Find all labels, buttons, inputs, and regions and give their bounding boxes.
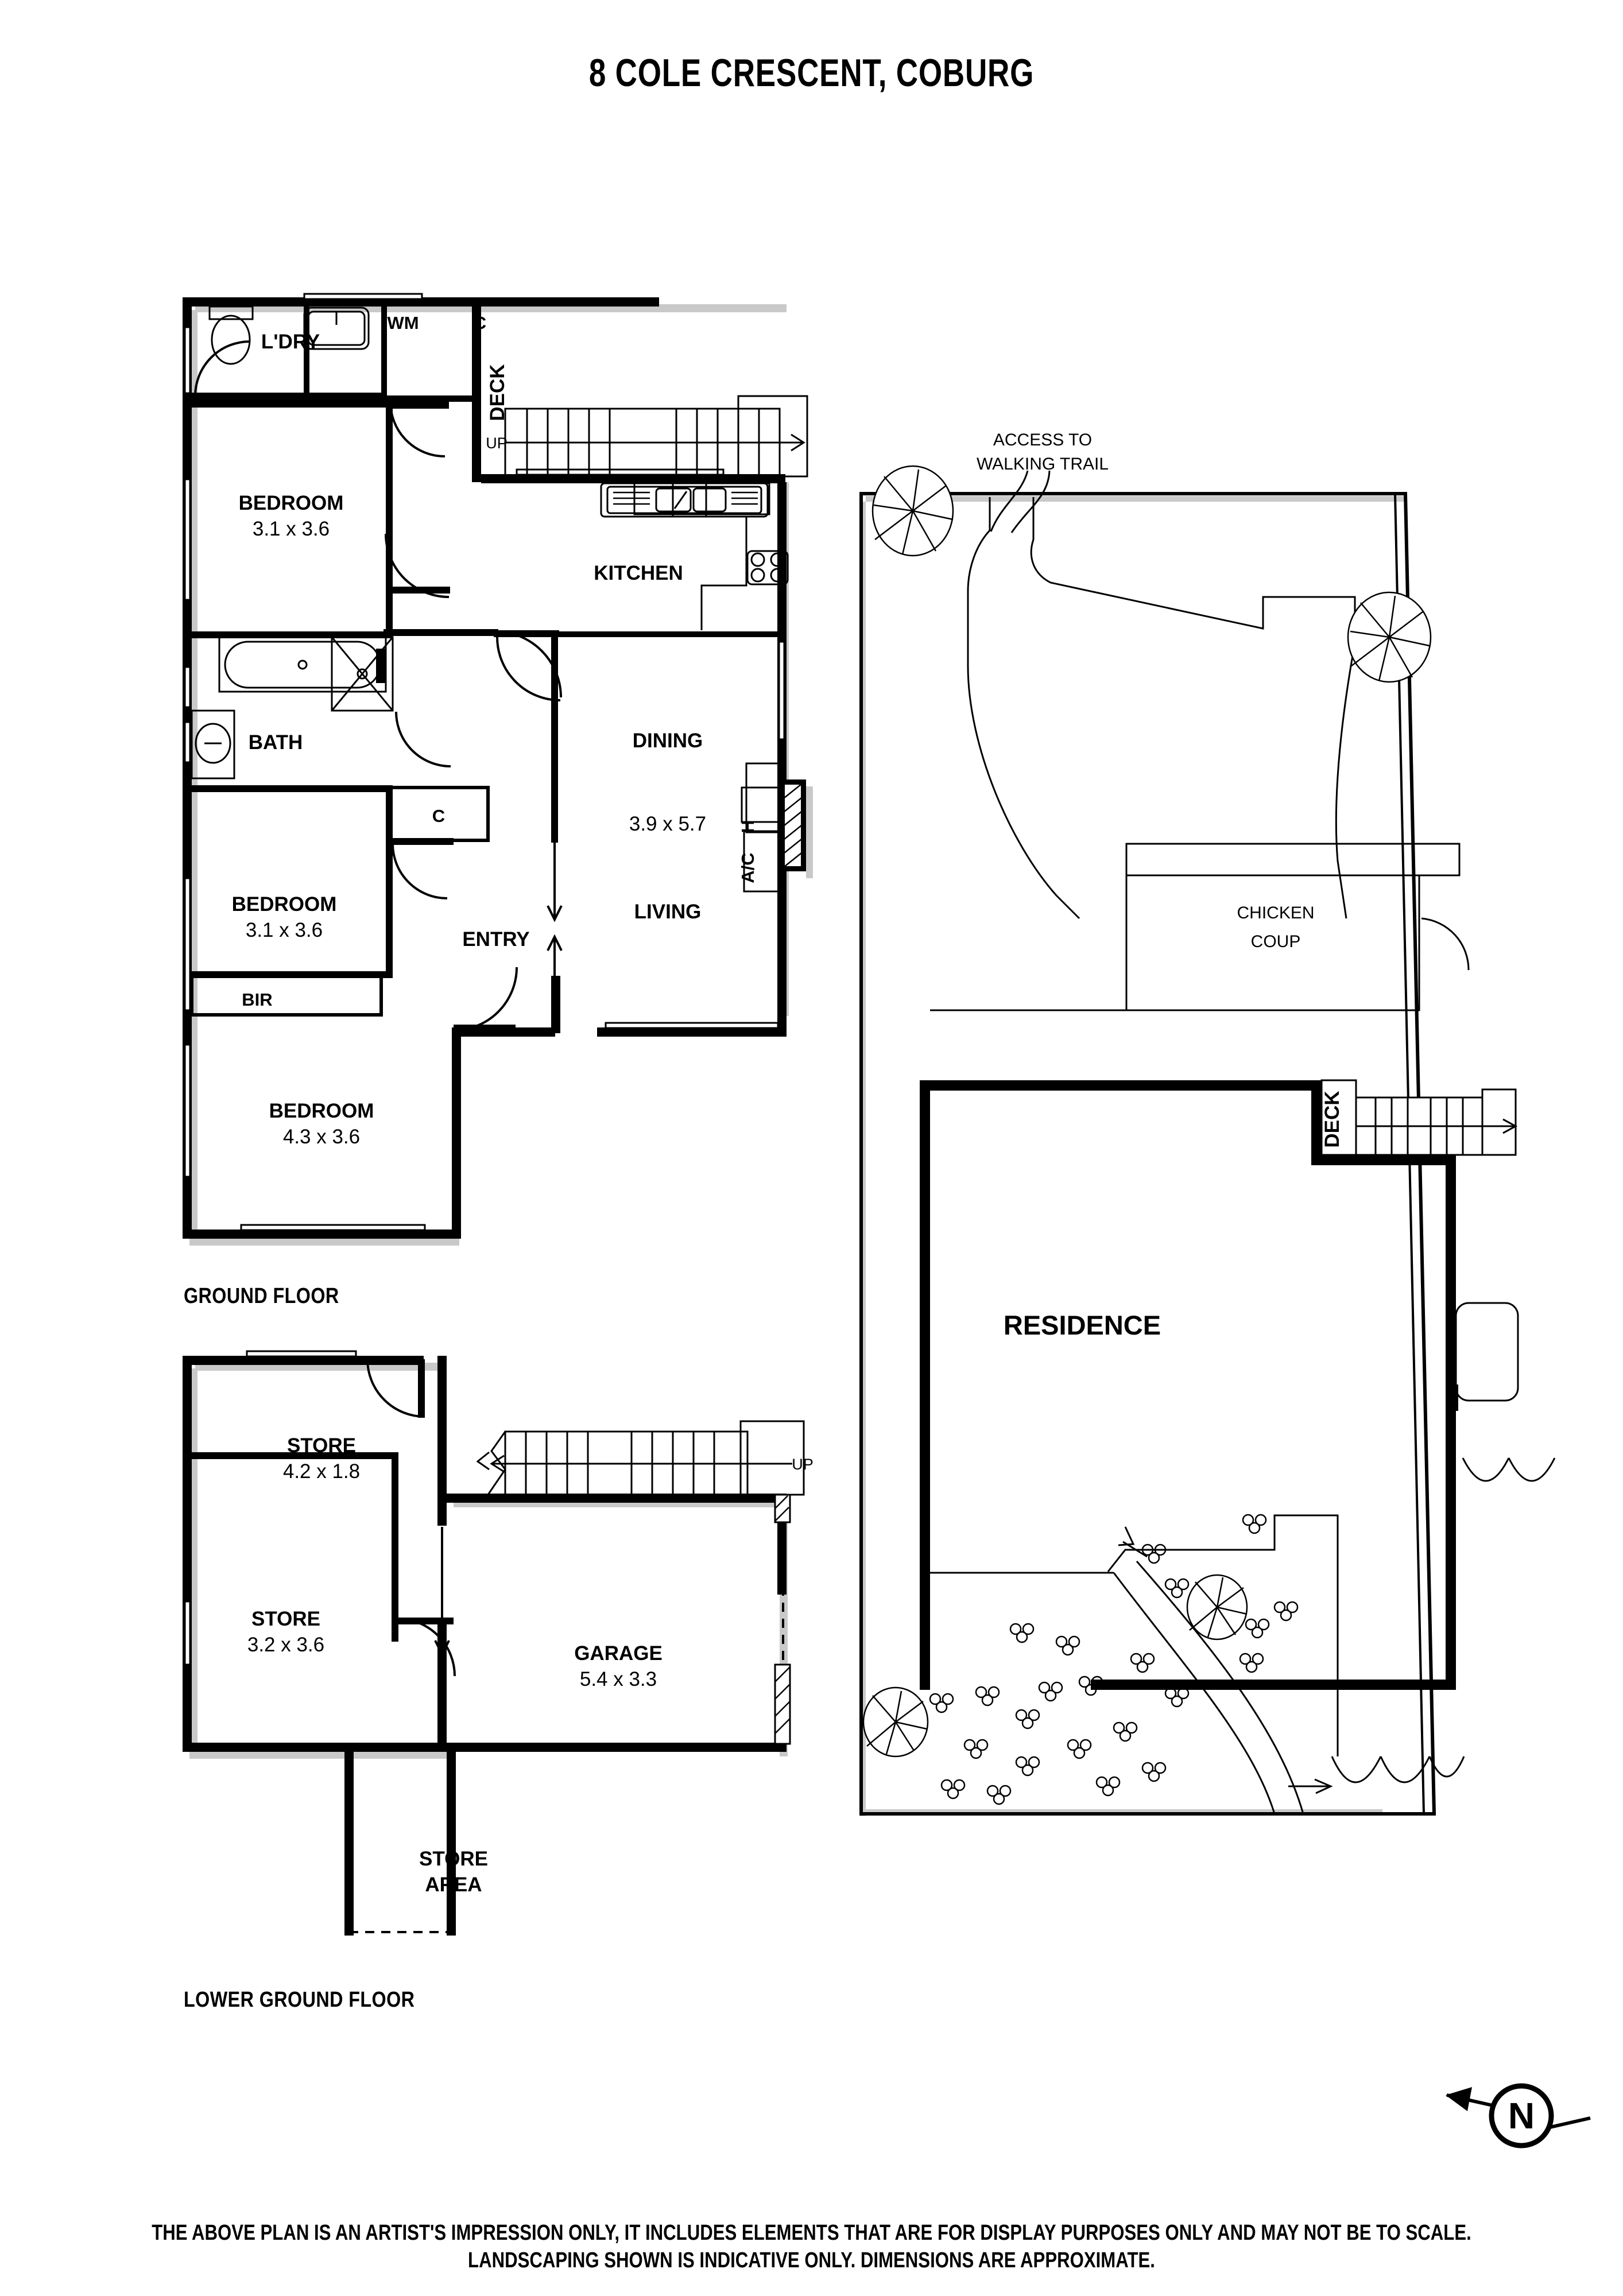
- room-dim-dining: 3.9 x 5.7: [629, 813, 706, 835]
- lower-ground-floor-plan: UP: [183, 1350, 814, 1936]
- access-callout-leader: [990, 470, 1051, 533]
- shower-icon: [331, 636, 394, 712]
- wm-label: WM: [387, 313, 419, 333]
- room-dim-bedroom-3: 4.3 x 3.6: [283, 1126, 360, 1148]
- entry-direction-arrows: [547, 841, 563, 976]
- ground-staircase: UP: [486, 395, 808, 478]
- access-label-line1: ACCESS TO: [993, 430, 1092, 449]
- room-dim-bedroom-2: 3.1 x 3.6: [246, 919, 323, 941]
- ground-floor-plan: UP: [183, 293, 813, 1246]
- cupboard-top-label: C: [474, 313, 486, 333]
- room-dim-store-2: 3.2 x 3.6: [247, 1634, 324, 1656]
- room-label-laundry: L'DRY: [261, 331, 320, 353]
- cooktop-icon: [746, 550, 789, 585]
- room-label-living: LIVING: [634, 901, 702, 923]
- tree-icon: [1186, 1574, 1248, 1640]
- compass-north-label: N: [1508, 2095, 1535, 2136]
- kitchen-bench: [633, 482, 770, 630]
- bir-label: BIR: [242, 990, 272, 1010]
- ground-up-label: UP: [486, 435, 508, 452]
- vanity-basin-icon: [191, 709, 235, 779]
- tree-icon: [871, 465, 954, 557]
- laundry-trough-icon: [303, 307, 370, 350]
- room-dim-bedroom-1: 3.1 x 3.6: [253, 518, 330, 540]
- room-dim-garage: 5.4 x 3.3: [580, 1668, 657, 1690]
- toilet-icon: [208, 305, 254, 365]
- room-label-dining: DINING: [633, 730, 703, 752]
- residence-label: RESIDENCE: [1004, 1310, 1161, 1340]
- residence-block: [920, 1079, 1519, 1690]
- room-label-store-2: STORE: [251, 1608, 320, 1630]
- lower-staircase: UP: [476, 1420, 814, 1496]
- shrub-icons: [929, 1514, 1299, 1805]
- tree-icon: [862, 1686, 929, 1758]
- lower-ground-floor-label: LOWER GROUND FLOOR: [184, 1988, 415, 2012]
- room-label-entry: ENTRY: [462, 928, 529, 951]
- kitchen-sink-icon: [600, 482, 769, 518]
- ground-windows: [184, 293, 785, 1231]
- site-path: [967, 497, 1356, 920]
- store-area-label-line2: AREA: [425, 1874, 482, 1896]
- deck-label-ground: DECK: [486, 364, 509, 421]
- room-label-garage: GARAGE: [574, 1642, 663, 1665]
- heater-fireplace: [741, 762, 813, 893]
- tree-icon: [1347, 591, 1432, 683]
- lower-floor-shadows: [189, 1363, 788, 1759]
- lower-door-leaves: [392, 1359, 454, 1624]
- room-label-bedroom-3: BEDROOM: [269, 1100, 374, 1122]
- disclaimer-line-1: THE ABOVE PLAN IS AN ARTIST'S IMPRESSION…: [152, 2221, 1471, 2245]
- lower-windows: [184, 1350, 357, 1666]
- front-fence-arcs: [1331, 1457, 1556, 1783]
- cupboard-mid-label: C: [432, 806, 445, 826]
- room-label-bath: BATH: [249, 731, 303, 754]
- lower-up-label: UP: [792, 1456, 814, 1473]
- room-label-store-1: STORE: [287, 1434, 356, 1457]
- ground-door-swings: [194, 340, 562, 1031]
- bir-shelf: [190, 974, 383, 1017]
- room-dim-store-1: 4.2 x 1.8: [283, 1460, 360, 1483]
- site-plan: ACCESS TO WALKING TRAIL CHICKEN COUP RES…: [859, 430, 1556, 1816]
- page-title: 8 COLE CRESCENT, COBURG: [588, 51, 1035, 95]
- disclaimer-line-2: LANDSCAPING SHOWN IS INDICATIVE ONLY. DI…: [468, 2248, 1155, 2272]
- bathtub-icon: [218, 636, 387, 693]
- room-label-bedroom-2: BEDROOM: [232, 893, 337, 916]
- cupboard-top: [379, 395, 479, 402]
- room-label-kitchen: KITCHEN: [594, 562, 683, 584]
- compass-rose: N: [1446, 2083, 1591, 2148]
- chicken-coup-label-line2: COUP: [1251, 932, 1301, 951]
- aircon-label: A/C: [738, 852, 758, 883]
- deck-label-site: DECK: [1321, 1091, 1343, 1147]
- chicken-coup-label-line1: CHICKEN: [1237, 903, 1314, 922]
- lower-interior-walls: [192, 1452, 398, 1642]
- ground-floor-label: GROUND FLOOR: [184, 1284, 339, 1308]
- garage-door: [774, 1494, 791, 1745]
- access-label-line2: WALKING TRAIL: [977, 455, 1109, 474]
- room-label-bedroom-1: BEDROOM: [239, 492, 344, 514]
- lower-direction-arrow: [434, 1527, 450, 1657]
- chicken-coup: [930, 843, 1470, 1011]
- ground-door-leaves: [194, 396, 559, 1031]
- heater-label: H: [738, 820, 758, 833]
- ground-exterior-walls: [183, 297, 787, 1239]
- store-area-label-line1: STORE: [419, 1848, 488, 1870]
- front-yard-paths: [930, 1514, 1339, 1814]
